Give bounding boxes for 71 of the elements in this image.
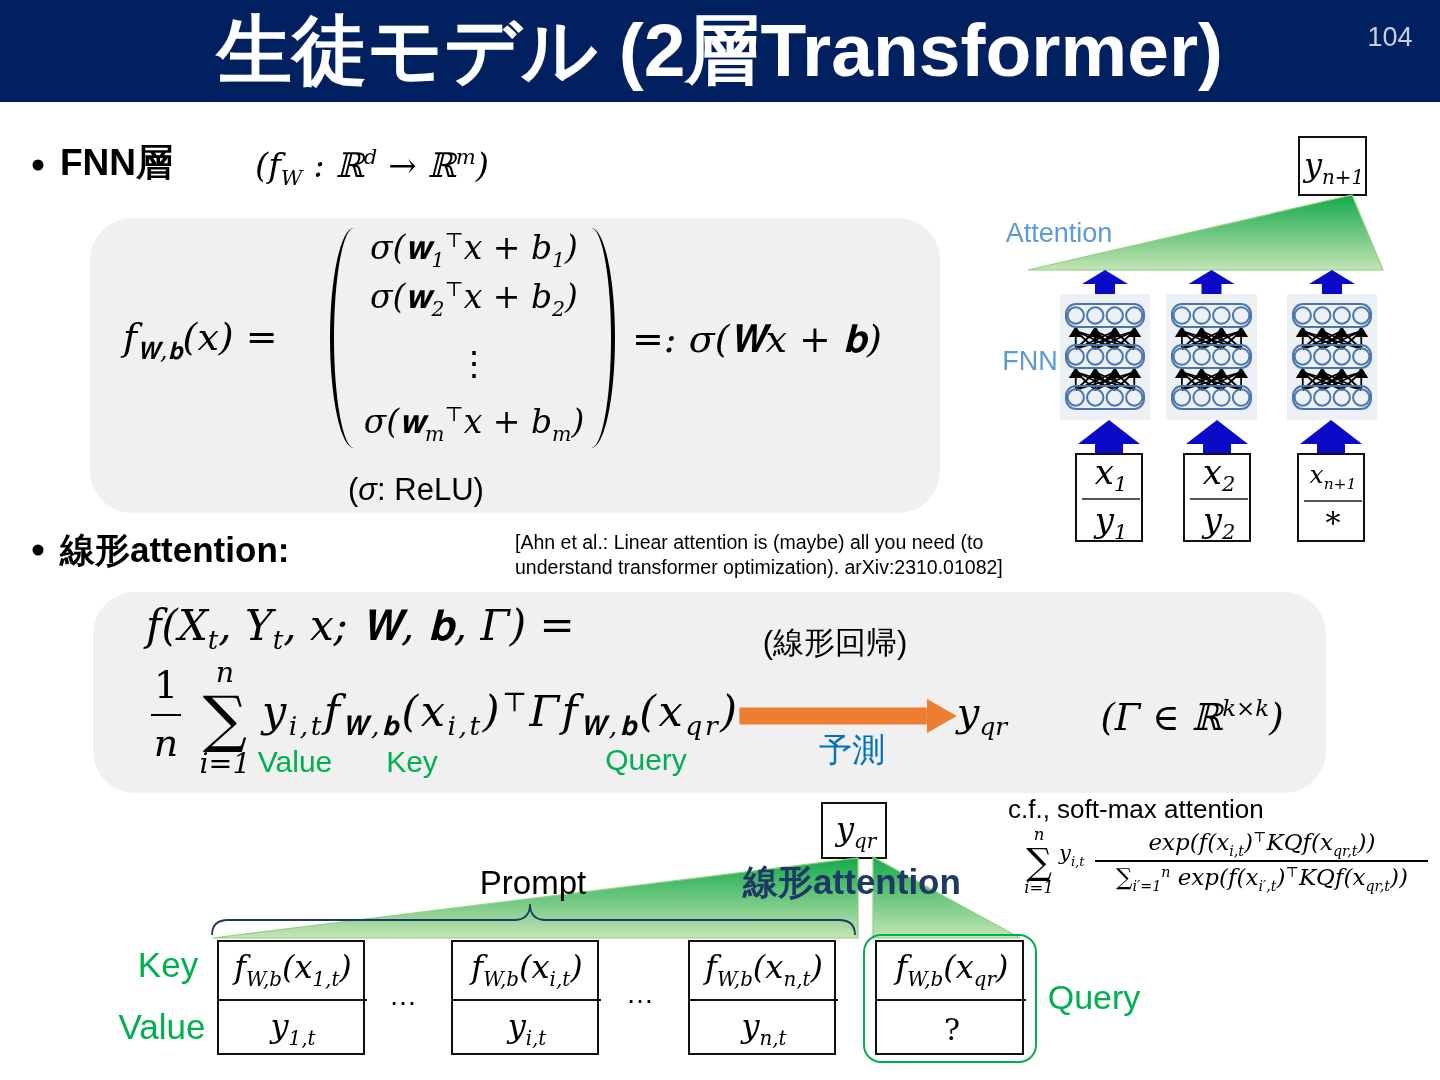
math-expression: x$_{1}$ (1094, 453, 1128, 495)
key-value-box (217, 940, 365, 1055)
math-expression: y$_{i,t}$ (1059, 842, 1085, 868)
input-box (1297, 453, 1365, 542)
role-label: Query (605, 742, 687, 778)
math-expression: ? (943, 1012, 961, 1046)
math-expression: y$_{n,t}$ (741, 1009, 787, 1049)
input-box (1075, 453, 1143, 542)
ellipsis: … (389, 979, 417, 1013)
math-expression: σ(𝐰$_{1}$$^{⊤}$x + b$_{1}$) (370, 230, 578, 270)
neural-network-drawing (1060, 294, 1150, 420)
math-expression: y$_{qr}$ (956, 690, 1008, 740)
layer-label: FNN (1002, 346, 1058, 378)
brace-label: Prompt (479, 864, 587, 902)
page-number: 104 (1367, 22, 1413, 54)
role-label: Key (386, 744, 438, 780)
math-expression: f$_{W,b}$(x$_{qr}$) (895, 950, 1009, 990)
math-expression: f$_{W,b}$(x$_{i,t}$) (471, 950, 583, 990)
math-expression: =: σ(𝐖x + 𝐛) (632, 319, 882, 361)
key-value-box (451, 940, 599, 1055)
math-expression: y$_{qr}$ (835, 812, 877, 852)
math-expression: x$_{n+1}$ (1309, 461, 1357, 493)
math-expression: σ(𝐰$_{m}$$^{⊤}$x + b$_{m}$) (363, 404, 585, 444)
math-expression: y$_{n+1}$ (1303, 148, 1365, 188)
math-expression: (Γ ∈ ℝ$^{k×k}$) (1100, 697, 1284, 739)
math-expression: * (1325, 505, 1341, 539)
math-expression: y$_{2}$ (1202, 501, 1236, 543)
math-expression: ∑$_{i′=1}$$^{n}$ exp(f(x$_{i′,t}$)$^{⊤}$KQf(x$_{qr,t}$)) (1116, 864, 1408, 894)
citation: [Ahn et al.: Linear attention is (maybe) all you need (to understand transformer optimization). arXiv:2310.01082] (515, 530, 1004, 581)
key-value-box (688, 940, 836, 1055)
block-arrow (1078, 420, 1140, 453)
key-value-box (875, 940, 1024, 1055)
math-expression: n (153, 723, 179, 765)
role-label: Value (257, 744, 333, 780)
annotation: (線形回帰) (762, 625, 908, 661)
math-expression: ⋮ (457, 345, 491, 383)
block-arrow (1082, 270, 1128, 294)
formula-panel (90, 218, 940, 513)
neural-network-drawing (1287, 294, 1377, 420)
block-arrow (1188, 270, 1235, 294)
math-expression: (f$_{W}$ : ℝ$^{d}$ → ℝ$^{m}$) (255, 146, 489, 188)
slide-title: 生徒モデル (2層Transformer) (216, 6, 1224, 94)
block-arrow (1309, 270, 1355, 294)
output-box (1298, 136, 1367, 196)
section-heading: FNN層 (60, 141, 174, 185)
note-heading: c.f., soft-max attention (1008, 795, 1264, 825)
block-arrow (1186, 420, 1248, 453)
role-label: Key (137, 944, 199, 986)
block-arrow (739, 699, 957, 733)
block-arrow (1300, 420, 1362, 453)
math-expression: f$_{W,b}$(x$_{1,t}$) (234, 950, 352, 990)
edge-label: 予測 (819, 731, 885, 769)
neural-network-drawing (1166, 294, 1257, 420)
math-expression: y$_{i,t}$f$_{𝐖,𝐛}$(x$_{i,t}$)$^{⊤}$Γf$_{𝐖,𝐛}$(x$_{qr}$) (262, 687, 740, 741)
layer-label: Attention (1005, 218, 1113, 250)
role-label: Value (118, 1006, 206, 1048)
annotation: (σ: ReLU) (348, 472, 484, 508)
math-expression: exp(f(x$_{i,t}$)$^{⊤}$KQf(x$_{qr,t}$)) (1148, 829, 1376, 859)
role-label: Query (1047, 978, 1141, 1018)
section-heading: 線形attention: (60, 529, 290, 571)
ellipsis: … (626, 977, 654, 1011)
input-box (1183, 453, 1251, 542)
output-box (821, 802, 887, 859)
math-expression: y$_{1,t}$ (270, 1009, 316, 1049)
math-expression: 1 (153, 665, 179, 707)
math-expression: f$_{W,b}$(x$_{n,t}$) (705, 950, 823, 990)
math-expression: y$_{i,t}$ (507, 1009, 547, 1049)
math-expression: σ(𝐰$_{2}$$^{⊤}$x + b$_{2}$) (370, 279, 578, 319)
math-expression: y$_{1}$ (1094, 501, 1128, 543)
math-expression: x$_{2}$ (1202, 453, 1236, 495)
formula-panel (93, 592, 1326, 793)
